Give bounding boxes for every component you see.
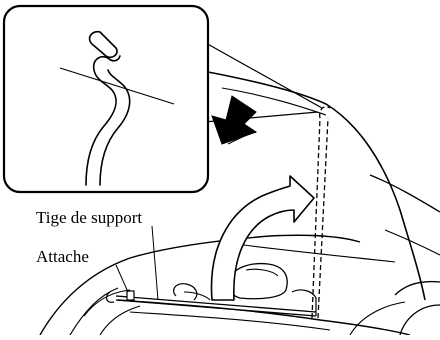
support-rod-label: Tige de support	[36, 208, 142, 227]
label-leaders	[116, 226, 158, 300]
callout-leaders	[204, 42, 322, 122]
support-rod-raised	[312, 107, 330, 318]
solid-up-arrow-icon	[212, 96, 256, 144]
detail-inset	[4, 6, 208, 192]
curved-up-arrow-icon	[211, 176, 314, 300]
clip-label: Attache	[36, 247, 89, 266]
